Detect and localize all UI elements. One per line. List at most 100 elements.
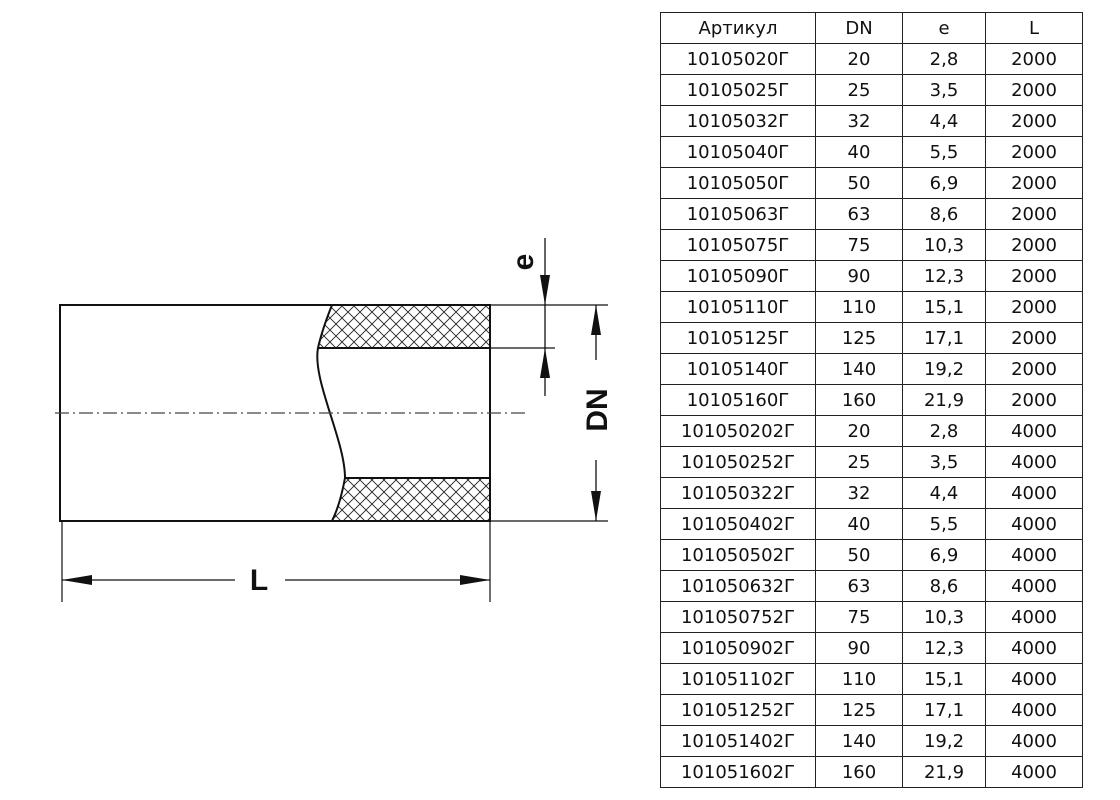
extension-lines <box>61 304 608 602</box>
cell-dn: 140 <box>815 353 903 385</box>
cell-dn: 140 <box>815 725 903 757</box>
cell-l: 2000 <box>985 229 1083 261</box>
pipe-drawing: e DN L <box>55 238 614 602</box>
l-label: L <box>250 564 268 597</box>
cell-l: 4000 <box>985 446 1083 478</box>
cell-l: 4000 <box>985 694 1083 726</box>
cell-dn: 25 <box>815 74 903 106</box>
cell-e: 4,4 <box>902 105 986 137</box>
cell-l: 2000 <box>985 198 1083 230</box>
cell-l: 4000 <box>985 632 1083 664</box>
cell-l: 4000 <box>985 415 1083 447</box>
dn-label: DN <box>581 388 614 431</box>
cell-e: 3,5 <box>902 74 986 106</box>
pipe-wall-hatch-bottom <box>330 477 491 522</box>
cell-l: 4000 <box>985 539 1083 571</box>
cell-article: 10105110Г <box>660 291 816 323</box>
header-l: L <box>985 12 1083 44</box>
table-header-row: Артикул DN e L <box>660 12 1083 44</box>
cell-e: 5,5 <box>902 136 986 168</box>
cell-e: 3,5 <box>902 446 986 478</box>
cell-l: 2000 <box>985 353 1083 385</box>
cell-dn: 40 <box>815 136 903 168</box>
cell-article: 10105040Г <box>660 136 816 168</box>
cell-dn: 32 <box>815 105 903 137</box>
cell-article: 10105032Г <box>660 105 816 137</box>
cell-article: 10105050Г <box>660 167 816 199</box>
cell-l: 2000 <box>985 43 1083 75</box>
cell-article: 10105160Г <box>660 384 816 416</box>
cell-dn: 125 <box>815 322 903 354</box>
cell-article: 10105025Г <box>660 74 816 106</box>
cell-l: 2000 <box>985 136 1083 168</box>
e-label: e <box>507 254 540 271</box>
cell-dn: 32 <box>815 477 903 509</box>
cell-e: 2,8 <box>902 43 986 75</box>
cell-e: 6,9 <box>902 539 986 571</box>
cell-l: 2000 <box>985 260 1083 292</box>
cell-dn: 160 <box>815 756 903 788</box>
cell-e: 15,1 <box>902 663 986 695</box>
cell-dn: 110 <box>815 663 903 695</box>
cell-dn: 160 <box>815 384 903 416</box>
cell-l: 4000 <box>985 601 1083 633</box>
cell-e: 21,9 <box>902 756 986 788</box>
cell-e: 17,1 <box>902 322 986 354</box>
cell-dn: 110 <box>815 291 903 323</box>
cell-article: 101050752Г <box>660 601 816 633</box>
cell-article: 10105020Г <box>660 43 816 75</box>
cell-l: 4000 <box>985 570 1083 602</box>
cell-e: 15,1 <box>902 291 986 323</box>
cell-dn: 50 <box>815 167 903 199</box>
cell-dn: 90 <box>815 632 903 664</box>
cell-l: 4000 <box>985 756 1083 788</box>
cell-article: 101051402Г <box>660 725 816 757</box>
cell-e: 10,3 <box>902 601 986 633</box>
header-dn: DN <box>815 12 903 44</box>
cell-article: 10105125Г <box>660 322 816 354</box>
cell-dn: 20 <box>815 415 903 447</box>
cell-l: 4000 <box>985 508 1083 540</box>
cell-article: 101050632Г <box>660 570 816 602</box>
cell-article: 101051602Г <box>660 756 816 788</box>
cell-article: 101050502Г <box>660 539 816 571</box>
cell-l: 4000 <box>985 725 1083 757</box>
cell-dn: 50 <box>815 539 903 571</box>
cell-l: 2000 <box>985 105 1083 137</box>
cell-e: 19,2 <box>902 725 986 757</box>
cell-e: 12,3 <box>902 260 986 292</box>
cell-l: 2000 <box>985 384 1083 416</box>
cell-l: 2000 <box>985 291 1083 323</box>
cell-article: 101050252Г <box>660 446 816 478</box>
cell-article: 101050322Г <box>660 477 816 509</box>
cell-e: 2,8 <box>902 415 986 447</box>
cell-article: 101050202Г <box>660 415 816 447</box>
cell-dn: 75 <box>815 601 903 633</box>
cell-dn: 20 <box>815 43 903 75</box>
cell-l: 2000 <box>985 322 1083 354</box>
pipe-wall-hatch-top <box>316 304 491 349</box>
cell-article: 10105063Г <box>660 198 816 230</box>
cell-e: 8,6 <box>902 198 986 230</box>
cell-dn: 125 <box>815 694 903 726</box>
